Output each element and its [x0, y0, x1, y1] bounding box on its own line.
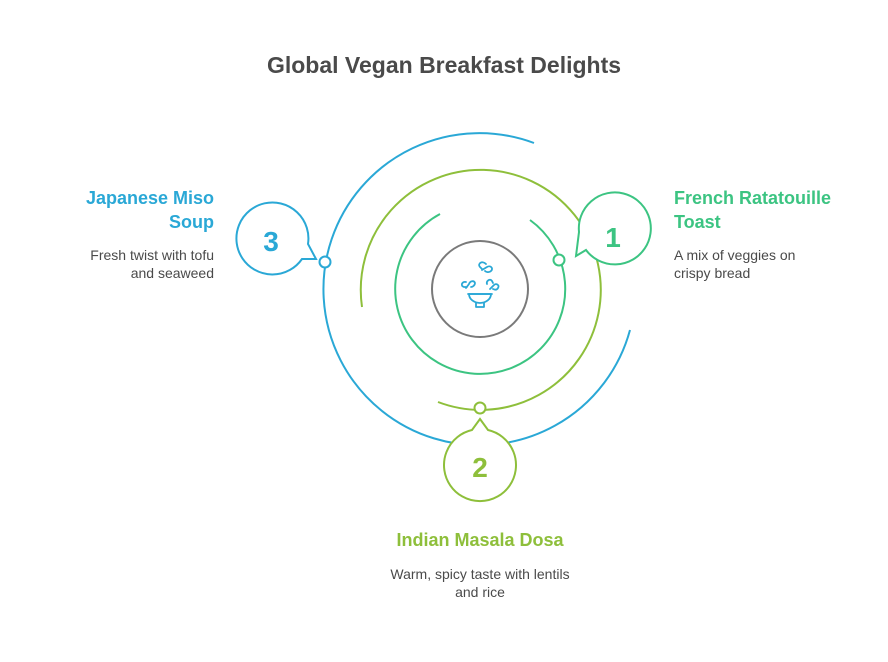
item-1-desc-line1: A mix of veggies on: [674, 247, 796, 263]
item-2-desc-line2: and rice: [455, 584, 505, 600]
number-2: 2: [472, 452, 488, 483]
diagram-title: Global Vegan Breakfast Delights: [266, 52, 622, 78]
item-1-description: A mix of veggies on crispy bread: [674, 246, 795, 282]
middle-lime-ring: [359, 168, 602, 411]
outer-blue-ring: [322, 132, 631, 447]
node-2: [473, 401, 487, 415]
item-3-heading: Japanese Miso Soup: [14, 186, 214, 234]
node-3: [318, 255, 332, 269]
item-2-desc-line1: Warm, spicy taste with lentils: [390, 566, 570, 582]
number-1: 1: [605, 222, 621, 253]
bubble-3: [235, 201, 318, 276]
inner-green-ring: [394, 213, 567, 375]
item-2-heading-line1: Indian Masala Dosa: [396, 530, 564, 550]
center-core-circle: [431, 240, 529, 338]
item-1-heading-line2: Toast: [674, 212, 721, 232]
item-1-heading: French Ratatouille Toast: [674, 186, 831, 234]
bowl-with-splashes-icon: [460, 261, 500, 308]
item-1-heading-line1: French Ratatouille: [674, 188, 832, 208]
node-1: [552, 253, 566, 267]
item-1-desc-line2: crispy bread: [674, 265, 751, 281]
item-3-description: Fresh twist with tofu and seaweed: [14, 246, 214, 282]
number-3: 3: [263, 226, 279, 257]
item-3-desc-line1: Fresh twist with tofu: [90, 247, 214, 263]
item-3-heading-line1: Japanese Miso: [85, 188, 214, 208]
item-3-desc-line2: and seaweed: [130, 265, 214, 281]
bubble-2: [443, 417, 517, 503]
item-3-heading-line2: Soup: [169, 212, 214, 232]
item-2-heading: Indian Masala Dosa: [280, 528, 680, 552]
item-2-description: Warm, spicy taste with lentils and rice: [280, 565, 680, 601]
bubble-1: [574, 191, 652, 266]
